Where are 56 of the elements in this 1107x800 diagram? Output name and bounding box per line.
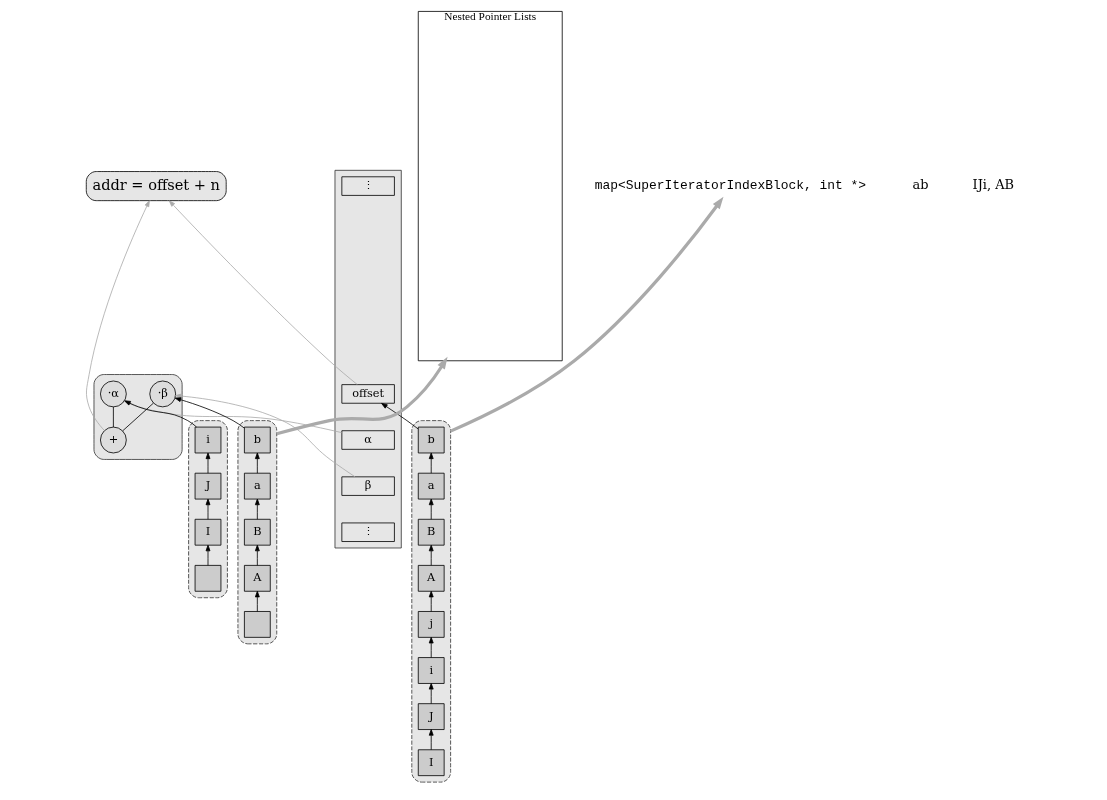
connector xyxy=(112,406,114,428)
arrow xyxy=(428,729,434,751)
cluster xyxy=(334,169,402,549)
cluster xyxy=(237,420,278,645)
arrow xyxy=(428,498,434,520)
arrow xyxy=(254,544,260,566)
arrow xyxy=(428,452,434,474)
label: ab xyxy=(912,177,929,193)
arrow xyxy=(175,393,356,478)
arrow xyxy=(254,452,260,474)
arrow xyxy=(276,356,448,436)
cluster xyxy=(188,420,228,599)
node-box: i xyxy=(417,657,445,684)
node-box: B xyxy=(244,518,271,546)
node-text: map<SuperIteratorIndexBlock, int *> xyxy=(594,178,867,194)
arrow xyxy=(205,544,211,566)
node-box: J xyxy=(194,472,222,500)
node-box xyxy=(244,611,271,638)
cluster xyxy=(411,420,452,783)
arrow xyxy=(449,196,724,433)
node-box: Nested Pointer Lists xyxy=(417,11,563,362)
node-box: addr = offset + n xyxy=(85,171,227,202)
arrow xyxy=(428,636,434,658)
arrow xyxy=(168,200,358,385)
arrow xyxy=(254,590,260,612)
label: IJi, AB xyxy=(972,177,1014,193)
node-circle: ·α xyxy=(100,380,127,408)
arrow xyxy=(428,544,434,566)
node-box: β xyxy=(341,476,395,496)
arrow xyxy=(428,683,434,705)
node-box: I xyxy=(417,749,445,777)
node-box: A xyxy=(244,564,271,592)
node-box xyxy=(194,564,222,592)
arrow xyxy=(381,403,419,430)
arrow xyxy=(428,590,434,612)
node-box: offset xyxy=(341,384,395,404)
arrow xyxy=(205,498,211,520)
node-box: a xyxy=(244,472,271,500)
node-box: b xyxy=(417,426,445,454)
node-box: b xyxy=(244,426,271,454)
node-box: A xyxy=(417,564,445,592)
node-circle: ·β xyxy=(149,380,177,408)
node-box: J xyxy=(417,703,445,730)
node-box: B xyxy=(417,518,445,546)
node-box: α xyxy=(341,430,395,450)
node-box: a xyxy=(417,472,445,500)
arrow xyxy=(174,397,245,429)
node-circle: + xyxy=(100,426,127,454)
arrow xyxy=(86,200,150,431)
node-box: I xyxy=(194,518,222,546)
arrow xyxy=(205,452,211,474)
arrow xyxy=(254,498,260,520)
node-box: ⋮ xyxy=(341,522,395,542)
node-box: j xyxy=(417,611,445,638)
node-box: i xyxy=(194,426,222,454)
node-box: ⋮ xyxy=(341,176,395,196)
